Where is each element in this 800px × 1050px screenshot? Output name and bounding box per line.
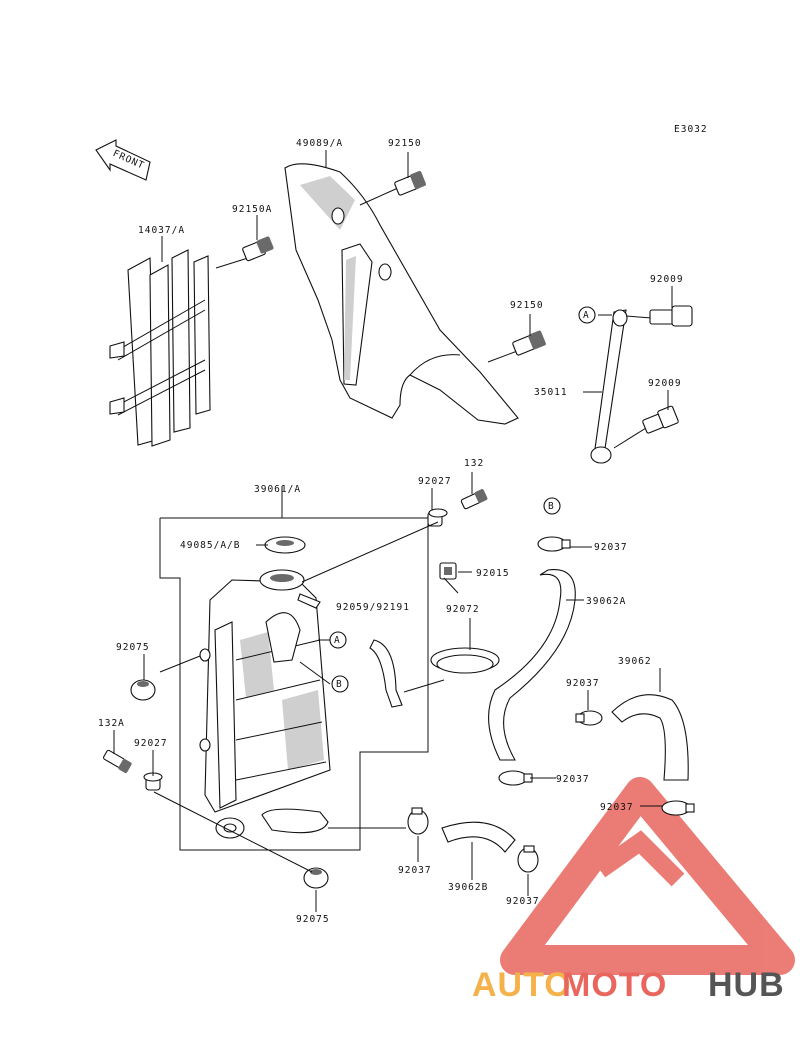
part-label: 92150 bbox=[388, 138, 422, 149]
part-label: 92150A bbox=[232, 204, 272, 215]
bolt-92009-top bbox=[625, 305, 693, 327]
part-label: 92009 bbox=[648, 378, 682, 389]
watermark-text: AUTO MOTO HUB bbox=[472, 966, 785, 1004]
collar-92027-left bbox=[143, 772, 163, 791]
watermark-hub: HUB bbox=[708, 966, 785, 1004]
clamp-92037-b bbox=[498, 770, 533, 786]
part-label: 92037 bbox=[600, 802, 634, 813]
callout-B-radiator: B bbox=[331, 675, 349, 693]
watermark-auto: AUTO bbox=[472, 966, 572, 1004]
cap-seal-49085 bbox=[264, 536, 306, 554]
callout-letter: A bbox=[334, 635, 341, 646]
part-label: 132 bbox=[464, 458, 484, 469]
part-label: 49089/A bbox=[296, 138, 343, 149]
part-label: 92037 bbox=[566, 678, 600, 689]
grommet-92075-left bbox=[130, 679, 156, 701]
band-92072 bbox=[430, 647, 500, 674]
callout-A-right: A bbox=[578, 306, 596, 324]
part-label: 92075 bbox=[116, 642, 150, 653]
radiator bbox=[199, 569, 331, 839]
part-label: 39061/A bbox=[254, 484, 301, 495]
breather-hose-92059 bbox=[369, 639, 403, 708]
clamp-92037-e bbox=[407, 807, 429, 835]
bolt-92150-right bbox=[487, 330, 546, 363]
hose-39062B bbox=[441, 821, 516, 853]
part-label: 39062 bbox=[618, 656, 652, 667]
bolt-92009-bottom bbox=[613, 405, 679, 449]
ref-code: E3032 bbox=[674, 124, 708, 135]
bolt-92150A bbox=[215, 236, 274, 269]
watermark-moto: MOTO bbox=[562, 966, 667, 1004]
collar-92027-top bbox=[427, 508, 448, 527]
part-label: 92009 bbox=[650, 274, 684, 285]
callout-letter: B bbox=[548, 501, 555, 512]
part-label: 49085/A/B bbox=[180, 540, 240, 551]
part-label: 92037 bbox=[556, 774, 590, 785]
bolt-132A bbox=[103, 749, 132, 773]
radiator-shroud bbox=[284, 163, 519, 425]
grommet-92075-bottom bbox=[303, 867, 329, 889]
part-label: 14037/A bbox=[138, 225, 185, 236]
part-label: 39062A bbox=[586, 596, 626, 607]
part-label: 132A bbox=[98, 718, 125, 729]
watermark-logo bbox=[500, 777, 795, 975]
part-label: 92072 bbox=[446, 604, 480, 615]
radiator-grille bbox=[109, 249, 211, 447]
part-label: 92075 bbox=[296, 914, 330, 925]
part-label: 92037 bbox=[398, 865, 432, 876]
hose-39062 bbox=[611, 694, 689, 781]
part-label: 39062B bbox=[448, 882, 488, 893]
callout-letter: A bbox=[583, 310, 590, 321]
part-label: 92037 bbox=[594, 542, 628, 553]
clamp-92037-a bbox=[537, 536, 571, 552]
front-arrow: FRONT bbox=[95, 139, 151, 181]
part-label: 92059/92191 bbox=[336, 602, 410, 613]
clamp-92037-f bbox=[517, 845, 539, 873]
part-labels: 49089/A 92150 92150A 14037/A 92009 92150… bbox=[98, 138, 684, 925]
part-label: 92037 bbox=[506, 896, 540, 907]
bolt-132 bbox=[460, 489, 488, 510]
clamp-92037-c bbox=[575, 710, 603, 726]
part-label: 92027 bbox=[134, 738, 168, 749]
part-label: 92150 bbox=[510, 300, 544, 311]
bolt-92150-top bbox=[359, 170, 426, 206]
stay-bracket bbox=[590, 309, 628, 464]
callout-letter: B bbox=[336, 679, 343, 690]
part-label: 92027 bbox=[418, 476, 452, 487]
hose-39062A bbox=[488, 569, 576, 761]
callout-B-right: B bbox=[543, 497, 561, 515]
part-label: 92015 bbox=[476, 568, 510, 579]
clamp-92037-d bbox=[661, 800, 695, 816]
clip-92015 bbox=[439, 562, 457, 580]
leader-lines bbox=[113, 150, 673, 912]
part-label: 35011 bbox=[534, 387, 568, 398]
callout-A-radiator: A bbox=[329, 631, 347, 649]
